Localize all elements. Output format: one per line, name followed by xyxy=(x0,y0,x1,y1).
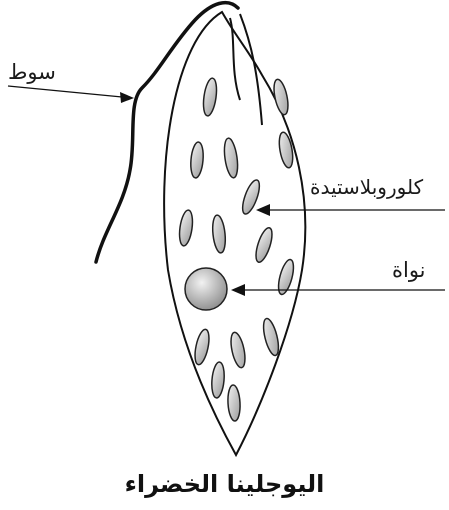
label-flagellum: سوط xyxy=(8,60,56,84)
diagram-caption: اليوجلينا الخضراء xyxy=(0,470,449,498)
leader-line-flagellum xyxy=(8,86,122,97)
label-nucleus: نواة xyxy=(392,258,426,282)
label-chloroplast: كلوروبلاستيدة xyxy=(310,175,423,199)
nucleus xyxy=(185,268,227,310)
arrow-head-flagellum xyxy=(120,92,134,103)
